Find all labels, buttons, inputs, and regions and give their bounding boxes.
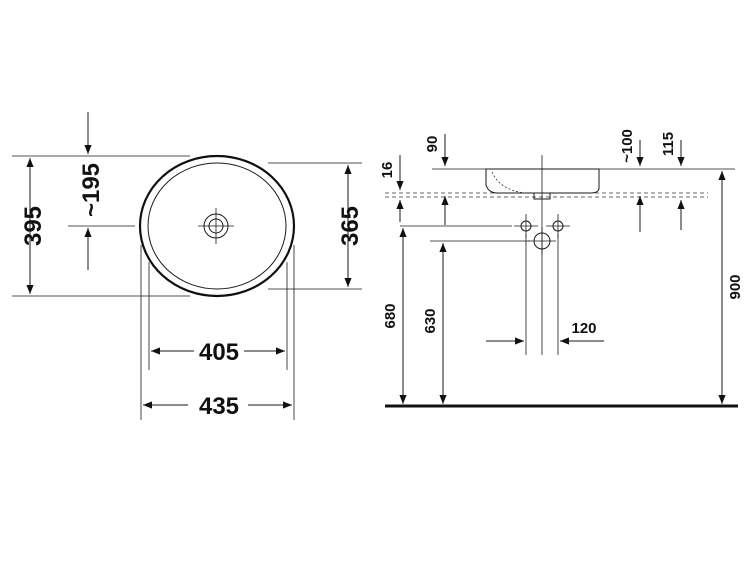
drain-symbol bbox=[198, 208, 234, 244]
label-435: 435 bbox=[199, 393, 239, 420]
basin-inner-dotted bbox=[491, 171, 526, 194]
label-195: ~195 bbox=[78, 163, 105, 217]
label-90: 90 bbox=[424, 136, 441, 153]
drain-connection bbox=[528, 227, 556, 255]
label-680: 680 bbox=[382, 303, 399, 328]
top-view: 395 ~195 365 405 435 bbox=[12, 112, 364, 420]
label-365: 365 bbox=[337, 206, 364, 246]
basin-profile bbox=[485, 168, 600, 194]
label-405: 405 bbox=[199, 339, 239, 366]
label-100: ~100 bbox=[619, 129, 636, 163]
label-115: 115 bbox=[660, 132, 677, 156]
label-120: 120 bbox=[571, 320, 596, 337]
basin-outer-outline bbox=[138, 154, 296, 298]
side-view: 90 16 ~100 115 900 680 630 120 bbox=[379, 129, 744, 408]
label-900: 900 bbox=[727, 274, 744, 299]
label-16: 16 bbox=[379, 162, 396, 179]
label-395: 395 bbox=[20, 206, 47, 246]
basin-inner-outline bbox=[147, 162, 287, 290]
label-630: 630 bbox=[422, 308, 439, 333]
